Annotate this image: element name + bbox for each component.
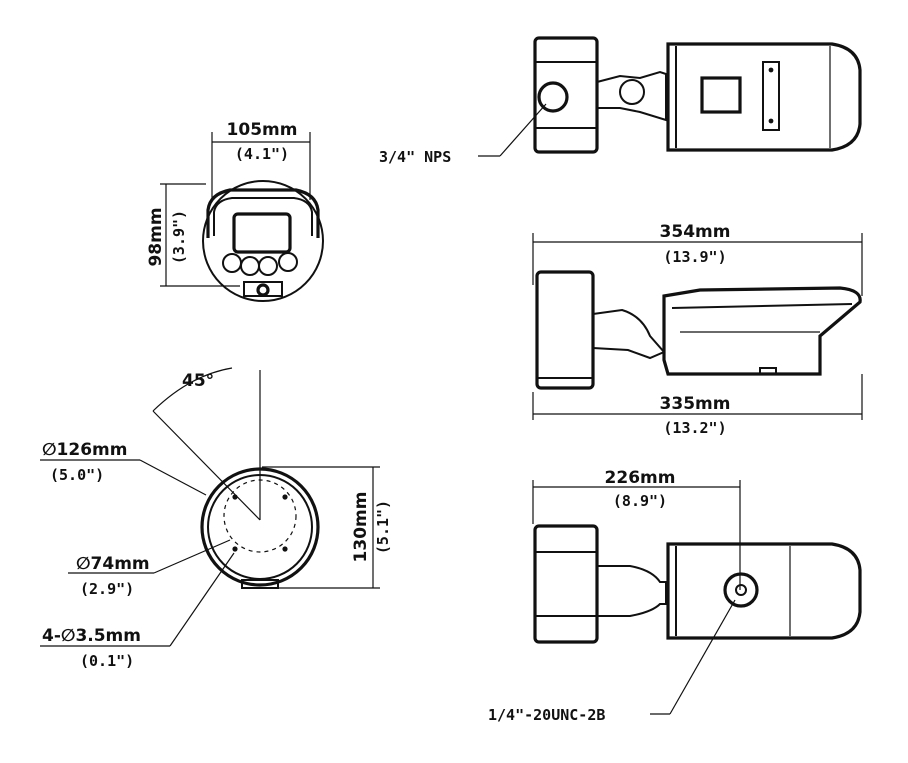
leader [669, 599, 736, 715]
total-length-mm: 354mm [660, 222, 731, 242]
ir-led-3 [258, 256, 278, 276]
plate-screw [768, 118, 774, 124]
bottom-view: 226mm (8.9") 1/4"-20UNC-2B [488, 468, 862, 724]
screw-hole-2 [282, 494, 288, 500]
bottom-junction-box [533, 524, 599, 644]
front-height-in: (3.9") [170, 210, 188, 264]
body-length-in: (13.2") [663, 419, 726, 437]
angle-line [152, 410, 261, 521]
hole-circle-in: (2.9") [80, 580, 134, 598]
base-view: 45° ∅126mm (5.0") ∅74mm (2.9") 4-∅3.5mm … [40, 367, 392, 670]
camera-body-top [666, 42, 862, 152]
top-window [700, 76, 742, 114]
side-junction-box [535, 270, 595, 390]
side-view: 354mm (13.9") 335mm (13.2") [532, 222, 863, 437]
side-tab [759, 367, 777, 375]
outer-diameter-in: (5.0") [50, 466, 104, 484]
ball-joint [619, 79, 645, 105]
base-cable-notch [241, 579, 279, 589]
sunshield-inner [213, 197, 313, 236]
tripod-thread-inner [735, 584, 747, 596]
bracket-arm [596, 70, 667, 122]
top-view: 3/4" NPS [379, 36, 862, 166]
base-height-mm: 130mm [351, 492, 371, 563]
camera-body-bottom [666, 542, 862, 640]
side-bracket [592, 308, 666, 360]
mount-screw [256, 283, 270, 297]
camera-body-side [662, 286, 862, 376]
base-height-in: (5.1") [374, 500, 392, 554]
front-view: 105mm (4.1") 98mm (3.9") [146, 120, 324, 302]
ir-led-4 [278, 252, 298, 272]
top-plate [762, 61, 780, 131]
front-width-in: (4.1") [235, 145, 289, 163]
screw-hole-3 [232, 546, 238, 552]
angle-label: 45° [182, 371, 214, 391]
screw-hole-4 [282, 546, 288, 552]
screw-holes-mm: 4-∅3.5mm [42, 626, 141, 646]
leader [169, 552, 235, 647]
mount-distance-in: (8.9") [613, 492, 667, 510]
leader [153, 539, 231, 574]
bottom-bracket [597, 565, 667, 617]
body-length-mm: 335mm [660, 394, 731, 414]
leader [139, 459, 207, 496]
total-length-in: (13.9") [663, 248, 726, 266]
body-line [671, 303, 853, 309]
plate-screw [768, 67, 774, 73]
outer-diameter-mm: ∅126mm [42, 440, 127, 460]
screw-holes-in: (0.1") [80, 652, 134, 670]
leader [499, 103, 547, 157]
front-outline [202, 180, 324, 302]
thread-label: 1/4"-20UNC-2B [488, 706, 605, 724]
sunshield-outline [206, 188, 320, 238]
tripod-thread [723, 572, 759, 608]
ir-led-1 [222, 253, 242, 273]
front-height-mm: 98mm [146, 207, 166, 266]
front-width-mm: 105mm [227, 120, 298, 140]
mount-distance-mm: 226mm [605, 468, 676, 488]
nps-label: 3/4" NPS [379, 148, 451, 166]
nps-port [537, 81, 569, 113]
lens-window [232, 212, 292, 254]
ir-led-2 [240, 256, 260, 276]
junction-box [533, 36, 599, 154]
hole-circle-mm: ∅74mm [76, 554, 150, 574]
angle-arc [152, 367, 233, 412]
